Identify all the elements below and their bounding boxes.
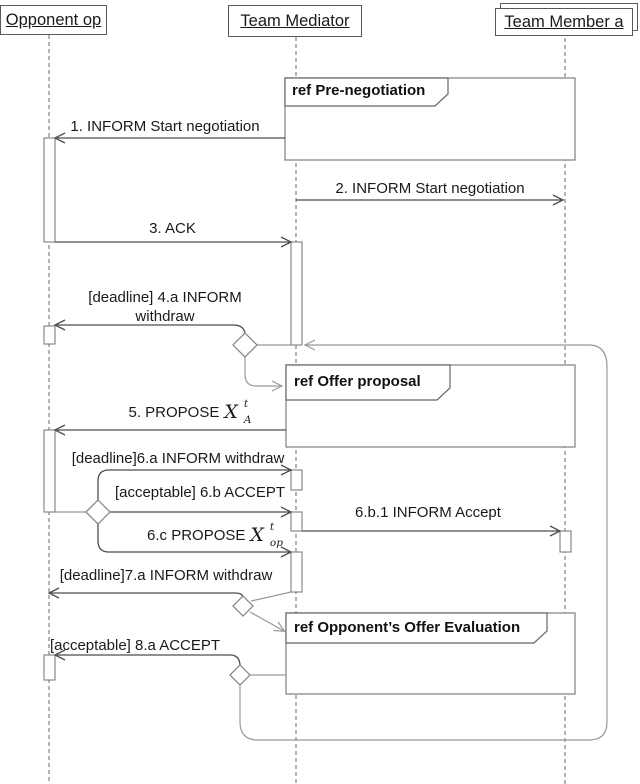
activation-mediator-6b [290, 511, 303, 532]
message-6a-label: [deadline]6.a INFORM withdraw [71, 450, 285, 467]
arrow-m1 [53, 132, 285, 144]
frame-opponent-offer-evaluation [285, 612, 576, 695]
connector-diamond3-mediator [250, 591, 292, 602]
message-4a-label: [deadline] 4.a INFORM withdraw [45, 288, 285, 326]
message-6c-subscript: op [269, 537, 283, 549]
frame-pre-negotiation [284, 77, 576, 161]
loop-arrowhead [303, 339, 316, 351]
activation-opponent-withdraw [43, 325, 56, 345]
activation-mediator-6a [290, 469, 303, 491]
message-6b-label: [acceptable] 6.b ACCEPT [114, 484, 286, 501]
participant-mediator: Team Mediator [228, 5, 362, 37]
arrow-m3 [55, 236, 293, 248]
arrow-to-evaluation-frame [249, 611, 286, 632]
activation-member [559, 530, 572, 553]
arrow-m6b1 [302, 525, 562, 537]
message-7a-label: [deadline]7.a INFORM withdraw [59, 567, 273, 584]
frame-label-opponent-offer-evaluation: ref Opponent’s Offer Evaluation [294, 619, 521, 636]
message-1-label: 1. INFORM Start negotiation [70, 118, 260, 135]
arrow-to-offer-proposal [244, 357, 284, 392]
message-6c-superscript: t [269, 521, 275, 533]
message-3-label: 3. ACK [149, 220, 196, 237]
message-8a-label: [acceptable] 8.a ACCEPT [49, 637, 221, 654]
activation-mediator-6c [290, 551, 303, 593]
loop-return-path [239, 339, 608, 741]
arrow-m8a [53, 649, 241, 667]
frame-offer-proposal [285, 364, 576, 448]
message-6c-symbol: X [250, 523, 264, 546]
message-5-superscript: t [243, 398, 249, 410]
message-5-subscript: A [243, 414, 252, 426]
message-5-scripts: t A [243, 398, 252, 426]
arrow-m7a [47, 587, 244, 599]
participant-opponent: Opponent op [0, 5, 107, 35]
decision-diamond-4 [229, 664, 251, 686]
arrow-m2 [296, 194, 565, 206]
message-5-text: 5. PROPOSE [128, 403, 220, 421]
arrow-m6a [97, 464, 293, 502]
activation-opponent-1 [43, 137, 56, 243]
frame-label-pre-negotiation: ref Pre-negotiation [292, 82, 426, 99]
decision-diamond-2 [85, 499, 111, 525]
decision-diamond-1 [232, 332, 258, 358]
message-2-label: 2. INFORM Start negotiation [335, 180, 525, 197]
arrow-m6b [109, 506, 293, 518]
decision-diamond-3 [232, 595, 254, 617]
activation-opponent-accept [43, 654, 56, 681]
arrow-m5 [53, 424, 286, 436]
message-4a-line1: [deadline] 4.a INFORM [88, 289, 242, 306]
participant-member: Team Member a [495, 8, 633, 36]
message-6c-text: 6.c PROPOSE [147, 526, 246, 544]
message-6c-scripts: t op [269, 521, 283, 549]
message-4a-line2: withdraw [135, 308, 195, 325]
activation-opponent-2 [43, 429, 56, 513]
activation-mediator-main [290, 241, 303, 346]
message-5-label: 5. PROPOSE X t A [65, 398, 315, 426]
arrow-m6c [97, 522, 293, 558]
frame-label-offer-proposal: ref Offer proposal [294, 373, 421, 390]
message-6b1-label: 6.b.1 INFORM Accept [355, 504, 501, 521]
message-6c-label: 6.c PROPOSE X t op [90, 521, 340, 549]
message-5-symbol: X [224, 400, 238, 423]
